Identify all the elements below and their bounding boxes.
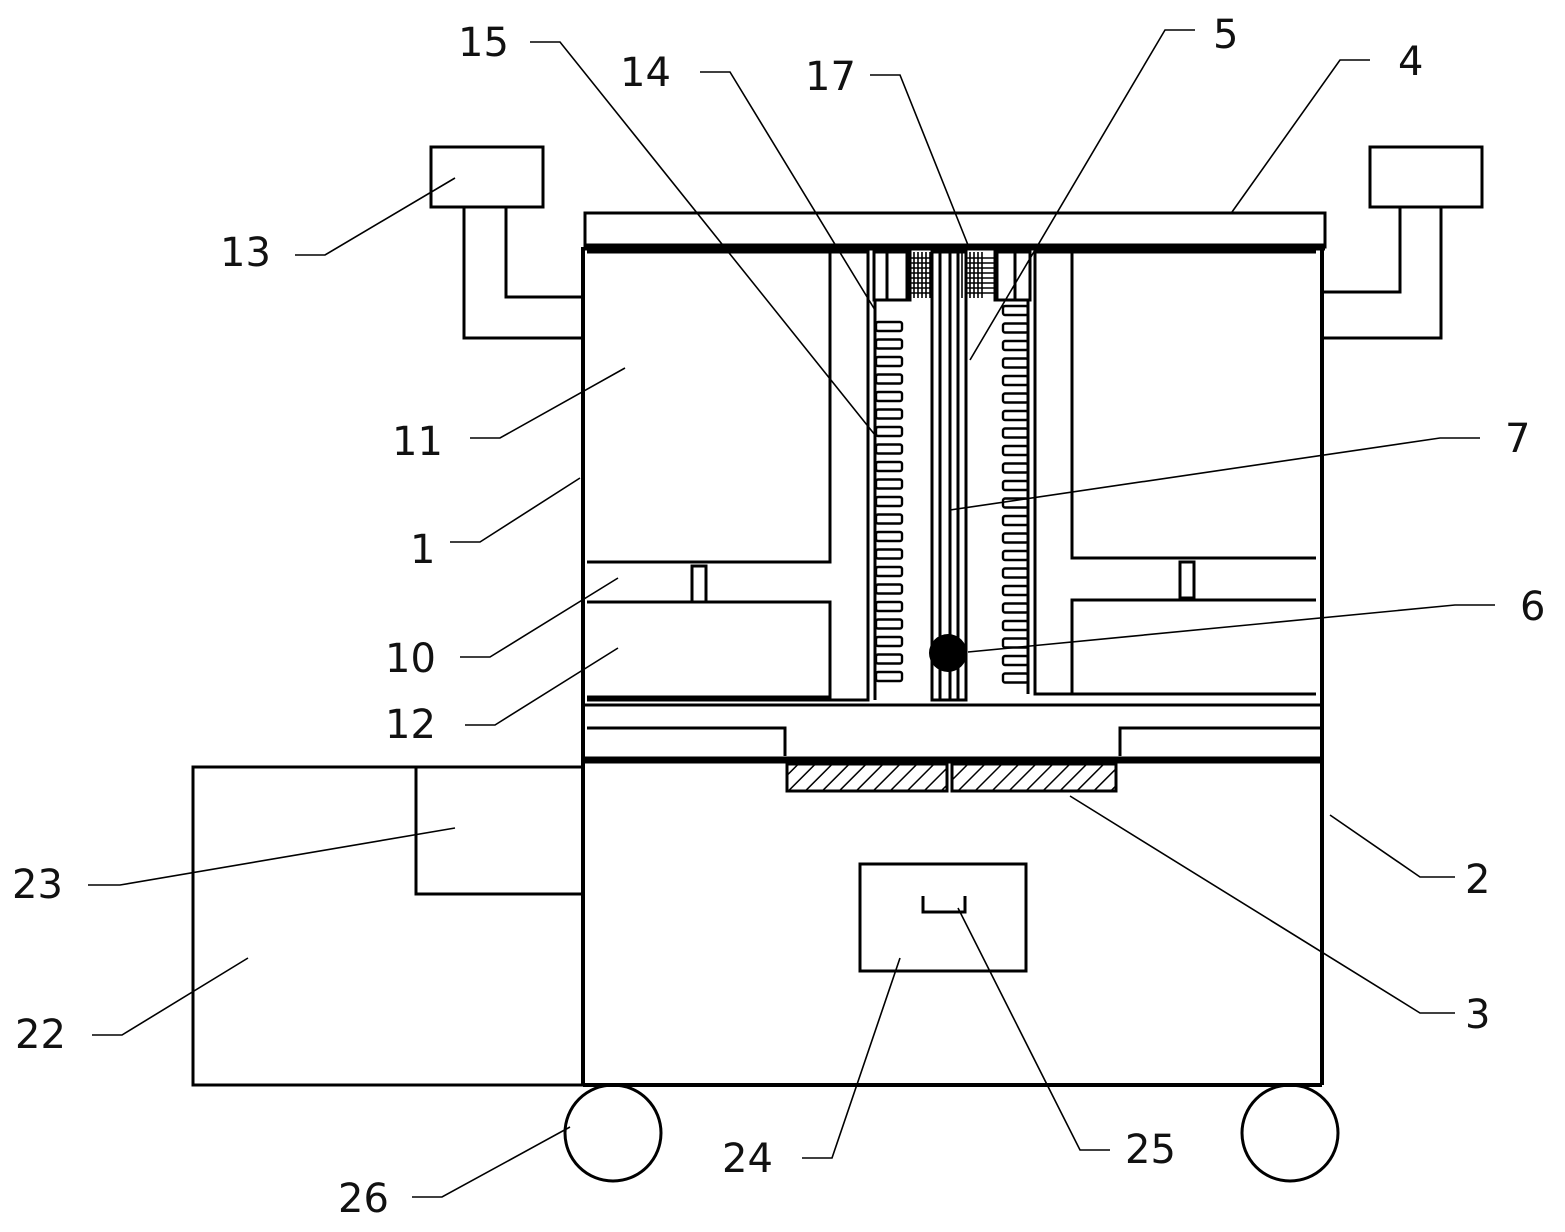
label-7: 7: [1505, 416, 1530, 462]
fin: [1003, 656, 1028, 665]
fin: [1003, 324, 1028, 333]
label-12: 12: [385, 702, 436, 748]
label-11: 11: [392, 419, 443, 465]
fin: [876, 497, 902, 506]
label-25: 25: [1125, 1127, 1176, 1173]
fin: [876, 620, 902, 629]
fin: [876, 550, 902, 559]
label-1: 1: [410, 527, 435, 573]
fin: [1003, 446, 1028, 455]
left-sensor-assembly: [431, 147, 583, 338]
label-15: 15: [458, 20, 509, 66]
fin: [1003, 394, 1028, 403]
label-5: 5: [1213, 12, 1238, 58]
label-3: 3: [1465, 992, 1490, 1038]
central-shaft: [929, 252, 967, 700]
fin: [876, 445, 902, 454]
fin: [876, 532, 902, 541]
label-2: 2: [1465, 857, 1490, 903]
fin: [876, 392, 902, 401]
drawer: [860, 864, 1026, 971]
fin: [876, 322, 902, 331]
fin: [1003, 359, 1028, 368]
side-box: [193, 767, 583, 1085]
wheels: [565, 1085, 1338, 1181]
right-chambers: [1035, 252, 1316, 694]
fin: [876, 375, 902, 384]
right-sensor-assembly: [1322, 147, 1482, 338]
fin: [1003, 464, 1028, 473]
ball: [929, 634, 967, 672]
fin: [876, 585, 902, 594]
fin: [876, 462, 902, 471]
label-4: 4: [1398, 39, 1423, 85]
fin: [876, 427, 902, 436]
left-wheel: [565, 1085, 661, 1181]
label-23: 23: [12, 862, 63, 908]
hatched-plate: [787, 764, 1116, 791]
fin: [1003, 534, 1028, 543]
top-guide-blocks: [874, 252, 1030, 300]
label-6: 6: [1520, 584, 1545, 630]
fin: [1003, 306, 1028, 315]
fin: [1003, 516, 1028, 525]
fin: [876, 602, 902, 611]
label-14: 14: [620, 50, 671, 96]
fin: [1003, 376, 1028, 385]
fin: [876, 357, 902, 366]
label-17: 17: [805, 54, 856, 100]
fin: [1003, 481, 1028, 490]
lower-compartment: [583, 705, 1322, 760]
label-24: 24: [722, 1136, 773, 1182]
fin: [876, 637, 902, 646]
fin: [876, 480, 902, 489]
fin: [1003, 569, 1028, 578]
part-labels: 15 14 17 5 4 13 11 7 1 6 10 12 23 2 3 22…: [12, 12, 1545, 1222]
leader-lines: [88, 30, 1495, 1197]
fin: [1003, 341, 1028, 350]
label-10: 10: [385, 636, 436, 682]
top-plate: [585, 213, 1325, 247]
label-26: 26: [338, 1176, 389, 1222]
left-fin-rack: [875, 300, 902, 700]
fin: [1003, 586, 1028, 595]
left-chambers: [587, 252, 868, 700]
fin: [876, 515, 902, 524]
fin: [876, 655, 902, 664]
fin: [1003, 429, 1028, 438]
fin: [1003, 621, 1028, 630]
label-22: 22: [15, 1012, 66, 1058]
right-wheel: [1242, 1085, 1338, 1181]
fin: [876, 567, 902, 576]
fin: [1003, 674, 1028, 683]
fin: [1003, 604, 1028, 613]
label-13: 13: [220, 230, 271, 276]
fin: [1003, 551, 1028, 560]
right-fin-rack: [1003, 300, 1028, 694]
fin: [876, 410, 902, 419]
fin: [876, 340, 902, 349]
fin: [876, 672, 902, 681]
fin: [1003, 411, 1028, 420]
